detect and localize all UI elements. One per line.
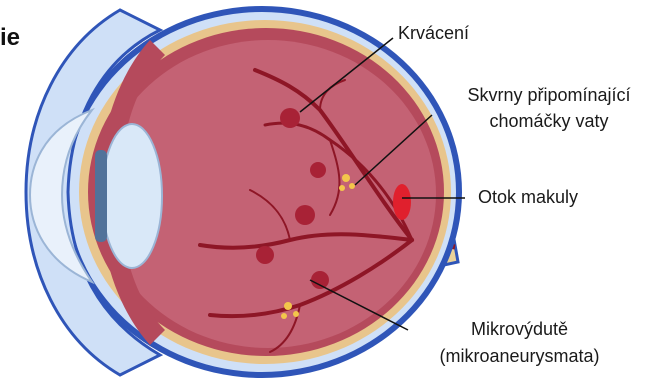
label-hemorrhage: Krvácení bbox=[398, 22, 469, 44]
label-microaneurysms-line1: Mikrovýdutě bbox=[402, 318, 637, 340]
label-cotton-wool-line2: chomáčky vaty bbox=[434, 110, 664, 132]
label-macular-edema: Otok makuly bbox=[478, 186, 578, 208]
label-cotton-wool-line1: Skvrny připomínající bbox=[434, 84, 664, 106]
iris bbox=[95, 150, 107, 242]
lens bbox=[102, 124, 162, 268]
macular-edema bbox=[393, 184, 411, 220]
label-microaneurysms-line2: (mikroaneurysmata) bbox=[402, 345, 637, 367]
